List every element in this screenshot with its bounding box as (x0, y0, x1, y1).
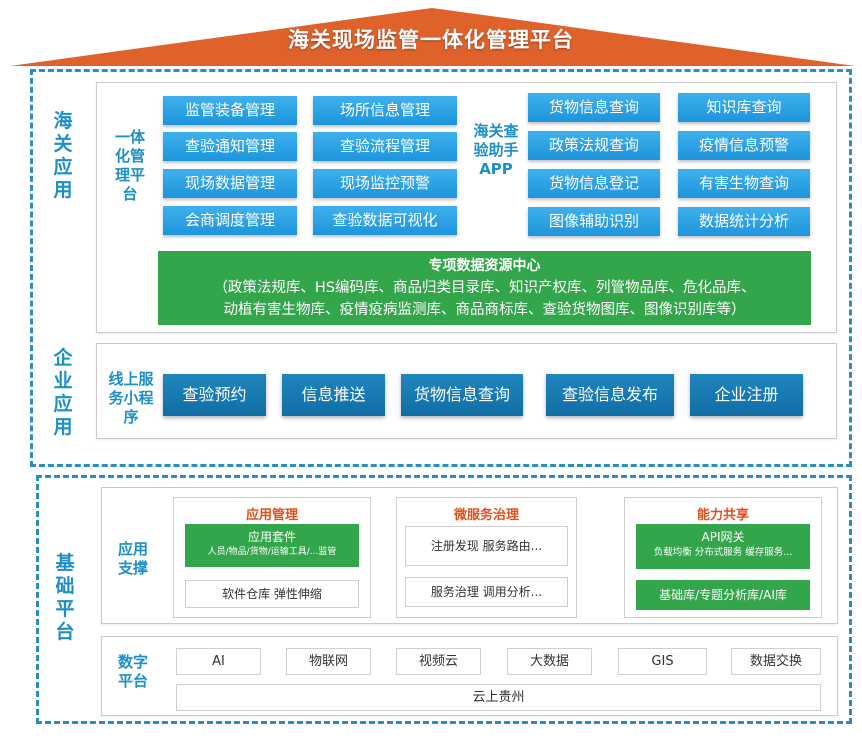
integrated-module[interactable]: 查验通知管理 (163, 132, 297, 161)
special-data-center: 专项数据资源中心 （政策法规库、HS编码库、商品归类目录库、知识产权库、列管物品… (158, 251, 811, 325)
digital-item[interactable]: 大数据 (507, 648, 592, 675)
app-support-label: 应用支撑 (117, 540, 148, 577)
mini-program-label: 线上服务小程序 (108, 370, 154, 426)
assistant-module[interactable]: 疫情信息预警 (678, 131, 810, 160)
cloud-guizhou-bar[interactable]: 云上贵州 (176, 684, 821, 711)
data-center-line: （政策法规库、HS编码库、商品归类目录库、知识产权库、列管物品库、危化品库、 (213, 280, 756, 296)
enterprise-service-button[interactable]: 货物信息查询 (401, 374, 523, 416)
assistant-app-label: 海关查验助手APP (473, 122, 519, 178)
digital-item[interactable]: AI (176, 648, 261, 675)
api-gateway-title: API网关 (701, 530, 745, 544)
assistant-module[interactable]: 数据统计分析 (678, 207, 810, 236)
customs-application-label: 海关应用 (53, 110, 73, 201)
enterprise-service-button[interactable]: 查验信息发布 (546, 374, 674, 416)
digital-item[interactable]: 物联网 (286, 648, 371, 675)
enterprise-service-button[interactable]: 查验预约 (163, 374, 266, 416)
integrated-module[interactable]: 查验数据可视化 (313, 206, 457, 235)
app-suite-subtitle: 人员/物品/货物/运输工具/...监管 (207, 547, 337, 557)
assistant-module[interactable]: 知识库查询 (678, 93, 810, 122)
integrated-module[interactable]: 查验流程管理 (313, 132, 457, 161)
digital-item[interactable]: GIS (618, 648, 707, 675)
enterprise-service-button[interactable]: 企业注册 (690, 374, 803, 416)
assistant-module[interactable]: 货物信息查询 (528, 93, 660, 122)
software-repo-box[interactable]: 软件仓库 弹性伸缩 (185, 580, 359, 608)
api-gateway-box[interactable]: API网关 负载均衡 分布式服务 缓存服务... (636, 524, 810, 569)
enterprise-application-label: 企业应用 (53, 347, 73, 438)
app-management-title: 应用管理 (245, 508, 298, 523)
capability-sharing-title: 能力共享 (696, 508, 749, 523)
base-platform-label: 基础平台 (55, 552, 75, 643)
app-suite-box[interactable]: 应用套件 人员/物品/货物/运输工具/...监管 (185, 524, 359, 567)
assistant-module[interactable]: 货物信息登记 (528, 169, 660, 198)
integrated-platform-label: 一体化管理平台 (114, 128, 145, 203)
base-platform-zone (36, 475, 852, 724)
integrated-module[interactable]: 现场监控预警 (313, 169, 457, 198)
integrated-module[interactable]: 现场数据管理 (163, 169, 297, 198)
roof-banner (10, 8, 855, 66)
digital-platform-label: 数字平台 (117, 653, 148, 690)
service-registry-box[interactable]: 注册发现 服务路由... (405, 526, 568, 566)
api-gateway-subtitle: 负载均衡 分布式服务 缓存服务... (653, 547, 793, 558)
assistant-module[interactable]: 政策法规查询 (528, 131, 660, 160)
data-center-title: 专项数据资源中心 (428, 258, 541, 274)
assistant-module[interactable]: 有害生物查询 (678, 169, 810, 198)
enterprise-service-button[interactable]: 信息推送 (282, 374, 385, 416)
assistant-module[interactable]: 图像辅助识别 (528, 207, 660, 236)
digital-item[interactable]: 视频云 (396, 648, 481, 675)
digital-item[interactable]: 数据交换 (731, 648, 821, 675)
data-center-line: 动植有害生物库、疫情疫病监测库、商品商标库、查验货物图库、图像识别库等） (223, 302, 746, 318)
service-governance-box[interactable]: 服务治理 调用分析... (405, 577, 568, 607)
integrated-module[interactable]: 监管装备管理 (163, 96, 297, 125)
microservice-title: 微服务治理 (453, 508, 519, 523)
app-suite-title: 应用套件 (247, 530, 296, 544)
integrated-module[interactable]: 会商调度管理 (163, 206, 297, 235)
customs-application-zone (30, 69, 852, 467)
page-title: 海关现场监管一体化管理平台 (288, 28, 574, 52)
library-box[interactable]: 基础库/专题分析库/AI库 (636, 580, 810, 610)
integrated-module[interactable]: 场所信息管理 (313, 96, 457, 125)
